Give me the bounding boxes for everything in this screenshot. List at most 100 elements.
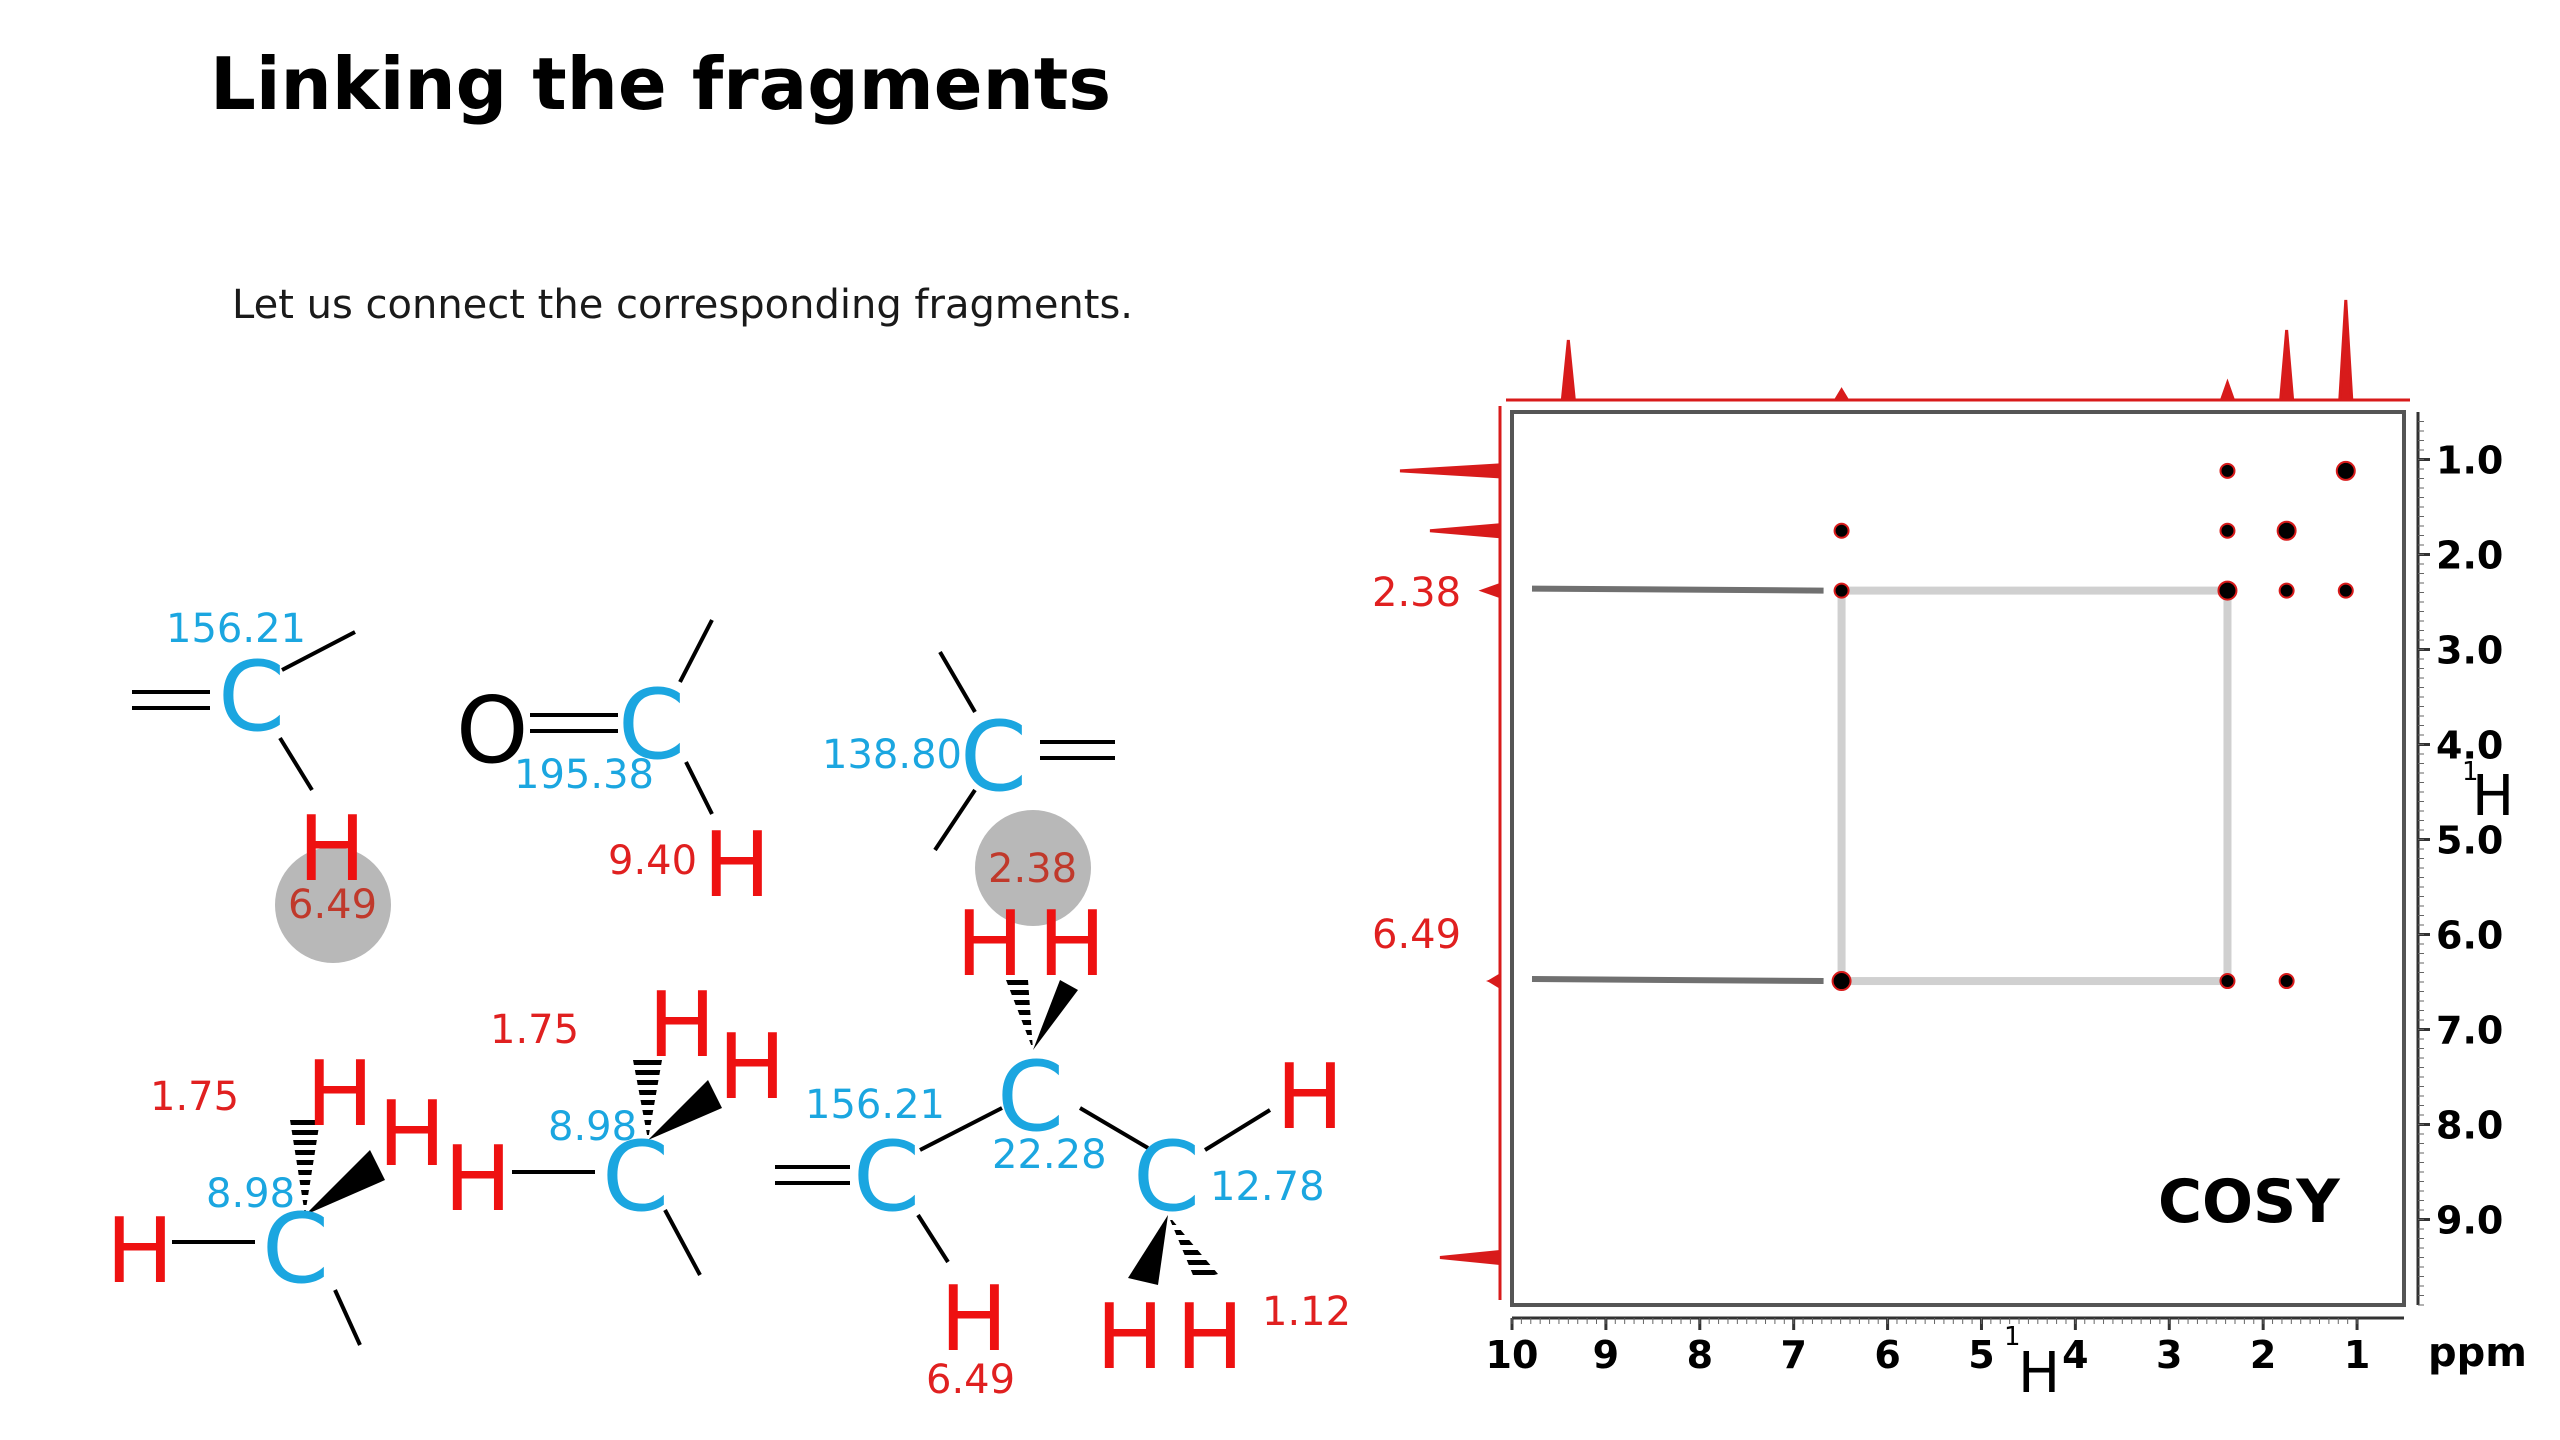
projection-peak [2338,299,2354,401]
x-tick-label: 3 [2156,1333,2182,1377]
projection-marker [1486,585,1500,596]
carbon-atom: C [602,1121,669,1233]
cross-peak [2335,460,2356,481]
hashed-wedge-bond [290,1120,320,1215]
carbon-atom: C [960,701,1027,813]
x-tick-label: 7 [1780,1333,1806,1377]
wedge-bond [305,1150,385,1215]
y-tick-label: 6.0 [2436,914,2503,958]
highlight-shift-label: 6.49 [1372,912,1461,958]
hydrogen-atom: H [648,973,716,1078]
y-tick-label: 8.0 [2436,1104,2503,1148]
slide-title: Linking the fragments [210,42,1112,126]
cross-peak [1831,971,1852,992]
carbon-shift-label: 156.21 [166,606,306,652]
cosy-plot-frame [1510,410,2406,1307]
projection-peak [1834,387,1849,401]
x-tick-label: 2 [2250,1333,2276,1377]
y-tick-label: 7.0 [2436,1009,2503,1053]
hashed-wedge-bond [633,1060,662,1140]
y-tick-label: 4.0 [2436,724,2503,768]
y-tick-label: 9.0 [2436,1199,2503,1243]
y-tick-label: 5.0 [2436,819,2503,863]
y-axis-nucleus-sup: 1 [2462,757,2479,787]
x-tick-label: 4 [2062,1333,2088,1377]
cross-peak [2276,520,2297,541]
x-tick-label: 10 [1486,1333,1539,1377]
projection-peak [1560,339,1576,401]
carbon-atom: C [997,1041,1064,1153]
hydrogen-atom: H [378,1082,446,1187]
x-axis-nucleus: 1 H [2004,1322,2060,1406]
hydrogen-atom: H [106,1199,174,1304]
projection-peak [2220,378,2235,401]
oxygen-atom: O [456,677,528,784]
y-axis-nucleus: 1 H [2462,757,2514,829]
slide-subtitle: Let us connect the corresponding fragmen… [232,282,1134,328]
cross-peak [1833,522,1850,539]
carbon-shift-label: 8.98 [548,1104,637,1150]
cross-peak [2219,522,2236,539]
carbon-shift-label: 12.78 [1210,1164,1325,1210]
projection-peak [1399,463,1501,479]
hydrogen-atom: H [306,1042,374,1147]
hydrogen-atom: H [1096,1285,1164,1390]
guide-line [1531,585,1824,594]
carbon-shift-label: 22.28 [992,1132,1107,1178]
hydrogen-atom: H [1038,892,1106,997]
fragment-quaternary-alkene: C 138.80 2.38 [822,650,1115,926]
correlation-rectangle [1837,586,2232,986]
highlight-circle [975,810,1091,926]
carbon-atom: C [218,641,285,753]
wedge-bond [1128,1215,1168,1285]
x-axis-nucleus-sup: 1 [2004,1322,2021,1352]
carbon-atom: C [1133,1121,1200,1233]
x-tick-label: 8 [1687,1333,1713,1377]
fragment-aldehyde: O C 195.38 9.40 H [456,619,771,918]
hydrogen-shift-label: 9.40 [608,838,697,884]
cross-peaks [1831,460,2356,992]
projection-marker [1486,976,1500,987]
projection-peak [2279,329,2295,401]
y-tick-label: 2.0 [2436,534,2503,578]
hydrogen-atom: H [703,813,771,918]
projection-peak [1439,1250,1501,1265]
carbon-shift-label: 138.80 [822,732,962,778]
hydrogen-shift-label: 1.12 [1262,1289,1351,1335]
hydrogen-shift-label: 2.38 [988,846,1077,892]
fragment-alkene-ch: C 156.21 H 6.49 [132,606,391,963]
hydrogen-atom: H [298,797,366,902]
hydrogen-atom: H [718,1015,786,1120]
y-tick-label: 3.0 [2436,629,2503,673]
hydrogen-atom: H [444,1127,512,1232]
carbon-atom: C [262,1193,329,1305]
highlight-shift-label: 2.38 [1372,570,1461,616]
cross-peak [2217,580,2238,601]
cross-peak [2337,582,2354,599]
y-axis-nucleus-label: H [2472,764,2514,829]
hydrogen-atom: H [940,1267,1008,1372]
projection-peak [1429,523,1501,539]
hashed-wedge-bond [1006,980,1033,1050]
cross-peak [2219,973,2236,990]
cross-peak [2278,973,2295,990]
carbon-atom: C [618,669,685,781]
hydrogen-shift-label: 6.49 [288,882,377,928]
hydrogen-atom: H [1276,1045,1344,1150]
projection-top [1506,299,2410,402]
cross-peak [2278,582,2295,599]
y-tick-label: 1.0 [2436,439,2503,483]
cosy-label: COSY [2158,1167,2341,1237]
x-axis-nucleus-label: H [2018,1341,2060,1406]
cross-peak [2219,462,2236,479]
correlation-box [1531,585,2232,986]
y-axis: 1.0 2.0 3.0 4.0 5.0 6.0 7.0 8.0 9.0 [2416,412,2503,1306]
carbon-shift-label: 8.98 [206,1171,295,1217]
hydrogen-atom: H [1176,1285,1244,1390]
hashed-wedge-bond [1168,1215,1218,1280]
projection-left [1399,406,1502,1300]
x-tick-label: 5 [1968,1333,1994,1377]
wedge-bond [648,1080,722,1140]
